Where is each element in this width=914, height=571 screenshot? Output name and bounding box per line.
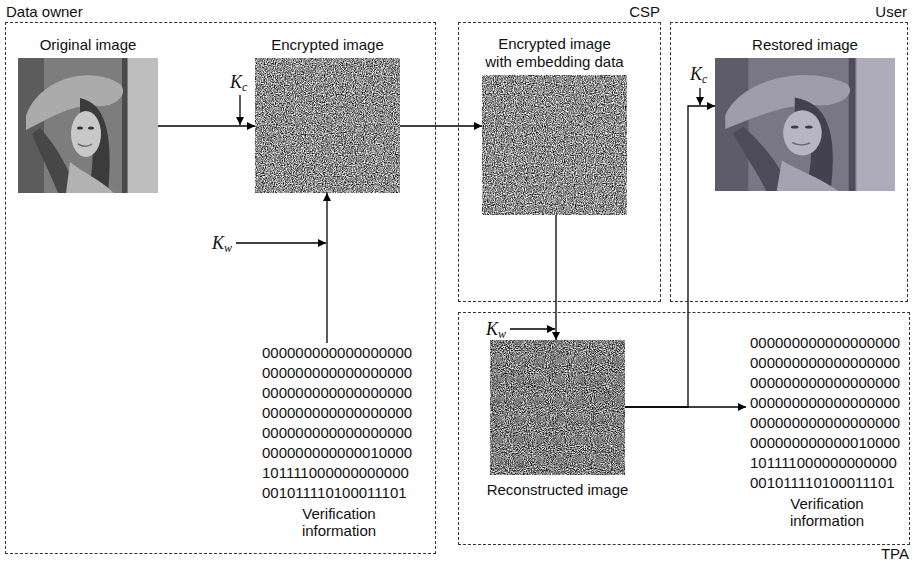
- party-region: Data ownerOriginal imageEncrypted image0…: [5, 22, 436, 554]
- key-label: Kc: [230, 72, 247, 97]
- image-caption: Restored image: [752, 36, 858, 54]
- encrypted-noise: [255, 58, 400, 193]
- image-caption: Original image: [40, 36, 137, 54]
- bit-string: 000000000000000000 000000000000000000 00…: [262, 343, 416, 503]
- image-frame: Reconstructed image: [490, 340, 625, 475]
- key-label: Kc: [690, 64, 707, 89]
- flow-arrow: [555, 215, 556, 340]
- bit-string: 000000000000000000 000000000000000000 00…: [750, 333, 904, 493]
- image-caption: Encrypted image with embedding data: [484, 35, 625, 71]
- verification-block: 000000000000000000 000000000000000000 00…: [258, 343, 416, 539]
- party-region: TPAReconstructed image000000000000000000…: [458, 312, 910, 545]
- key-arrow: [510, 328, 555, 329]
- original-photo: [18, 58, 158, 193]
- image-caption: Reconstructed image: [487, 481, 629, 499]
- region-label: Data owner: [6, 3, 83, 21]
- key-label: Kw: [486, 319, 506, 344]
- key-arrow: [236, 242, 326, 243]
- verification-block: 000000000000000000 000000000000000000 00…: [746, 333, 904, 529]
- key-label: Kw: [212, 233, 232, 258]
- flow-arrow: [400, 125, 482, 126]
- region-label: CSP: [629, 3, 660, 21]
- party-region: CSPEncrypted image with embedding data: [458, 22, 661, 302]
- block-caption: Verification information: [772, 495, 882, 529]
- image-caption: Encrypted image: [271, 36, 384, 54]
- image-frame: Encrypted image with embedding data: [482, 75, 627, 215]
- flow-arrow: [158, 125, 255, 126]
- flow-arrow: [326, 193, 327, 343]
- region-label: User: [875, 3, 907, 21]
- embedded-noise: [482, 75, 627, 215]
- image-frame: Restored image: [715, 58, 895, 191]
- key-arrow: [699, 88, 700, 105]
- flow-arrow: [625, 406, 746, 407]
- region-label: TPA: [881, 545, 909, 563]
- key-arrow: [239, 95, 240, 125]
- block-caption: Verification information: [284, 505, 394, 539]
- image-frame: Original image: [18, 58, 158, 193]
- connector-group: [158, 106, 746, 407]
- restored-photo: [715, 58, 895, 191]
- party-region: UserRestored image: [670, 22, 908, 302]
- image-frame: Encrypted image: [255, 58, 400, 193]
- restored-tint: [715, 58, 895, 191]
- reconstructed-noise: [490, 340, 625, 475]
